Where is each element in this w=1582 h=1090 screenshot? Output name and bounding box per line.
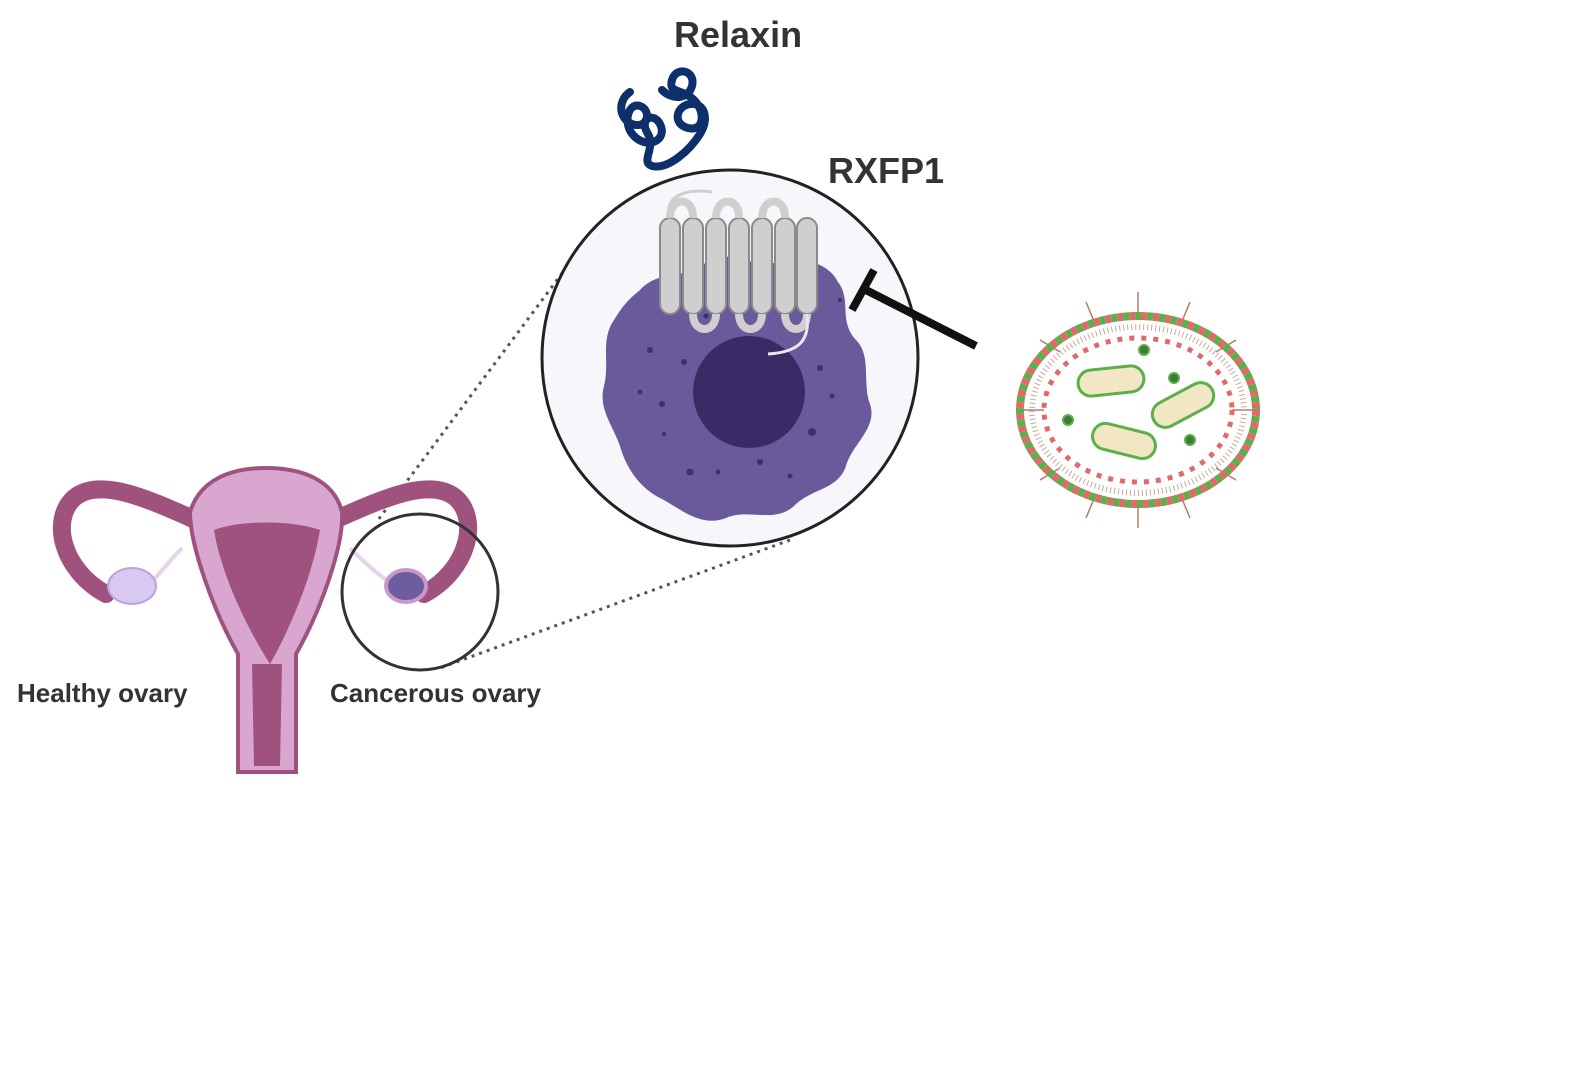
cancerous-ovary-icon (384, 568, 428, 604)
rxfp1-receptor-icon (659, 189, 818, 356)
healthy-ovary-icon (107, 567, 157, 605)
uterus-icon (52, 465, 478, 774)
healthy-ovary-label: Healthy ovary (17, 678, 188, 708)
cargo-rna (1076, 364, 1216, 461)
relaxin-protein-icon (617, 67, 709, 171)
relaxin-label: Relaxin (674, 14, 803, 55)
nucleus (693, 336, 805, 448)
inhibition-arrow-icon (848, 268, 978, 350)
cancerous-ovary-label: Cancerous ovary (330, 678, 541, 708)
nanoparticle-icon (992, 292, 1284, 528)
ovary-zoom-circle (340, 512, 500, 672)
zoom-lines (376, 259, 791, 670)
cargo-stars (1062, 344, 1196, 446)
rxfp1-label: RXFP1 (828, 150, 945, 191)
